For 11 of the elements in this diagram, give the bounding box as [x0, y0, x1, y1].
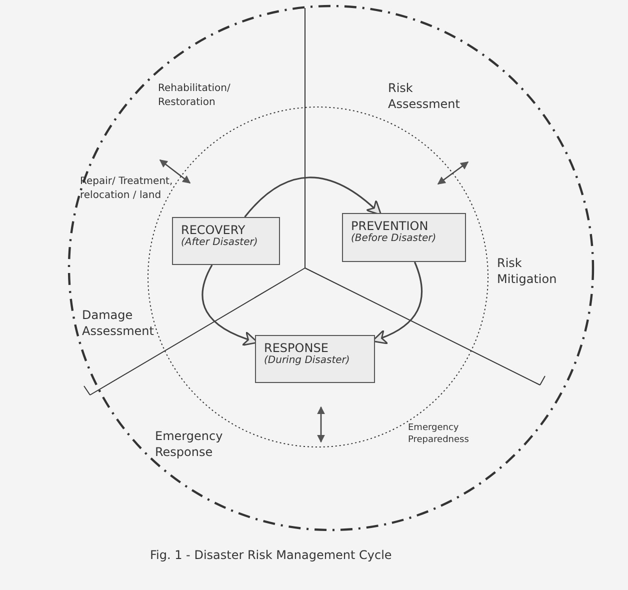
stage-label: Risk Mitigation — [497, 255, 558, 288]
phase-box: RESPONSE (During Disaster) — [255, 335, 375, 383]
stage-label: Emergency Response — [155, 428, 224, 460]
curved-arrow — [244, 176, 382, 218]
stage-label: Damage Assessment — [82, 307, 155, 340]
stage-label: Rehabilitation/ Restoration — [158, 82, 232, 109]
figure-caption: Fig. 1 - Disaster Risk Management Cycle — [150, 548, 392, 562]
stage-label: Risk Assessment — [388, 80, 461, 112]
phase-box: PREVENTION (Before Disaster) — [342, 213, 466, 262]
stage-label: Emergency Preparedness — [408, 422, 470, 446]
phase-box: RECOVERY (After Disaster) — [172, 217, 280, 265]
